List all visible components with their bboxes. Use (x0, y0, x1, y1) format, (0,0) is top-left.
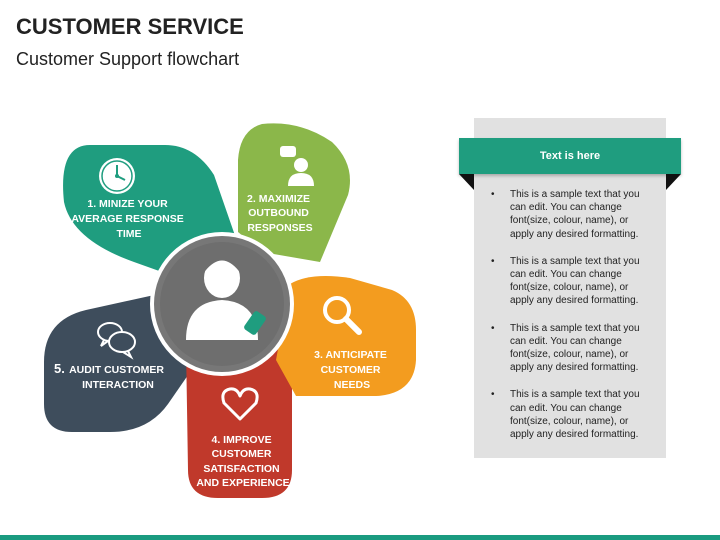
bullet-dot: • (491, 255, 495, 267)
bullet-line: This is a sample text that you (510, 322, 640, 334)
petal-3-label: 3. ANTICIPATE CUSTOMER NEEDS (314, 349, 390, 391)
bullet-line: can edit. You can change (510, 335, 622, 347)
petal-shape (238, 123, 350, 262)
petal-3-line-3: NEEDS (334, 379, 370, 391)
bullet-line: can edit. You can change (510, 202, 622, 214)
page-title: CUSTOMER SERVICE (16, 14, 244, 39)
banner-fold-right (666, 174, 681, 190)
center-hub (150, 232, 294, 376)
bullet-line: can edit. You can change (510, 269, 622, 281)
petal-2-line-2: OUTBOUND (248, 207, 309, 219)
panel-banner: Text is here (459, 138, 681, 174)
bullet-line: This is a sample text that you (510, 189, 640, 200)
petal-2-label: 2. MAXIMIZE OUTBOUND RESPONSES (247, 193, 313, 234)
bullet-line: font(size, colour, name), or (510, 349, 629, 361)
petal-5-label: AUDIT CUSTOMER INTERACTION (69, 364, 167, 391)
bullet-line: font(size, colour, name), or (510, 215, 629, 227)
text-panel (474, 118, 666, 458)
petal-3-line-2: CUSTOMER (321, 364, 381, 376)
bullet-item: • This is a sample text that you can edi… (489, 255, 657, 308)
petal-1-line-2: AVERAGE RESPONSE (71, 213, 183, 225)
chat-bubbles-icon (97, 322, 136, 360)
petal-5-number: 5. (54, 361, 65, 376)
petal-1-label: 1. MINIZE YOUR AVERAGE RESPONSE TIME (71, 198, 186, 240)
page-subtitle: Customer Support flowchart (16, 49, 240, 69)
support-agent-icon (186, 257, 266, 340)
bullet-line: font(size, colour, name), or (510, 415, 629, 427)
bullet-item: • This is a sample text that you can edi… (489, 188, 657, 241)
bottom-accent-bar (0, 535, 720, 540)
petal-2-line-1: 2. MAXIMIZE (247, 193, 310, 205)
user-speech-icon (280, 146, 314, 186)
petal-3-line-1: 3. ANTICIPATE (314, 349, 387, 361)
banner-fold-left (459, 174, 474, 190)
petal-4-label: 4. IMPROVE CUSTOMER SATISFACTION AND EXP… (196, 434, 289, 489)
petal-5-line-2: INTERACTION (82, 379, 154, 391)
petal-1-line-1: 1. MINIZE YOUR (87, 198, 168, 210)
petal-outbound-responses[interactable] (238, 123, 350, 262)
petal-4-line-3: SATISFACTION (203, 463, 279, 475)
bullet-line: can edit. You can change (510, 402, 622, 414)
bullet-dot: • (491, 322, 495, 334)
bullet-line: apply any desired formatting. (510, 295, 639, 307)
bullet-line: This is a sample text that you (510, 255, 640, 267)
petal-shape (186, 345, 292, 498)
bullet-item: • This is a sample text that you can edi… (489, 388, 657, 441)
bullet-dot: • (491, 389, 495, 401)
bullet-line: apply any desired formatting. (510, 228, 639, 240)
petal-4-line-4: AND EXPERIENCE (196, 477, 289, 489)
bullet-line: apply any desired formatting. (510, 362, 639, 374)
bullet-item: • This is a sample text that you can edi… (489, 322, 657, 375)
bullet-dot: • (491, 189, 495, 200)
petal-5-line-1: AUDIT CUSTOMER (69, 364, 164, 376)
petal-customer-satisfaction[interactable] (186, 345, 292, 498)
petal-4-line-1: 4. IMPROVE (211, 434, 271, 446)
bullet-line: This is a sample text that you (510, 389, 640, 401)
heart-icon (221, 387, 259, 421)
bullet-list: • This is a sample text that you can edi… (489, 188, 657, 455)
magnifier-icon (323, 296, 362, 335)
petal-anticipate-needs[interactable] (276, 276, 416, 396)
petal-shape (276, 276, 416, 396)
bullet-line: font(size, colour, name), or (510, 282, 629, 294)
petal-4-line-2: CUSTOMER (212, 448, 272, 460)
petal-2-line-3: RESPONSES (247, 222, 312, 234)
clock-icon (99, 158, 135, 194)
bullet-line: apply any desired formatting. (510, 429, 639, 441)
petal-1-line-3: TIME (116, 228, 141, 240)
